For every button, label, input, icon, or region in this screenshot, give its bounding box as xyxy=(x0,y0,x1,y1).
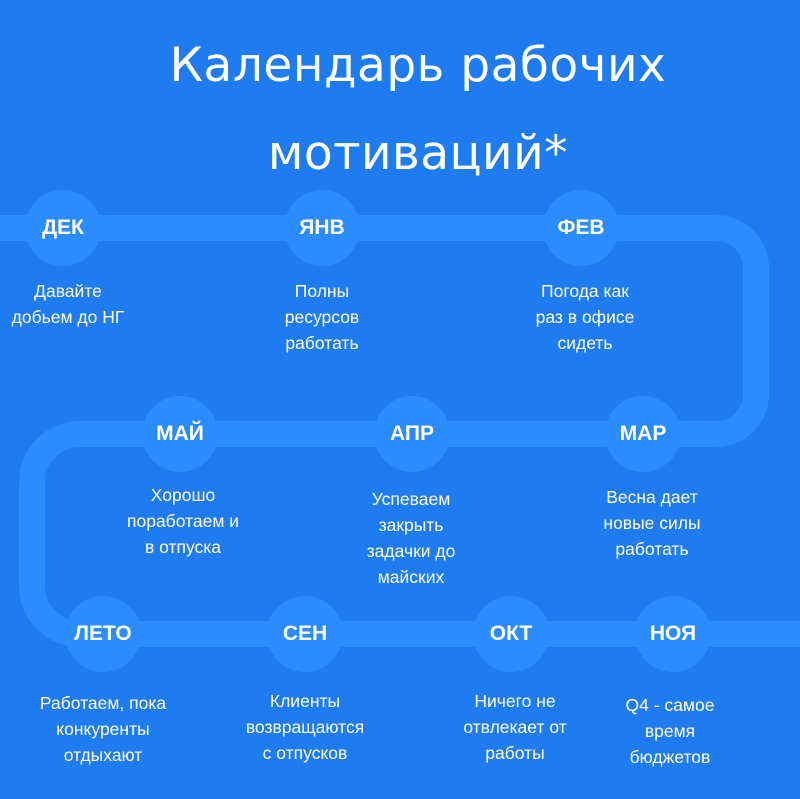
month-node-sep: СЕН xyxy=(267,596,343,672)
month-desc-oct: Ничего не отвлекает от работы xyxy=(463,691,567,763)
month-desc-nov: Q4 - самое время бюджетов xyxy=(625,695,715,767)
title-line-1: Календарь рабочих xyxy=(169,38,667,93)
month-node-nov: НОЯ xyxy=(635,596,711,672)
month-desc-sep: Клиенты возвращаются с отпусков xyxy=(245,691,365,763)
month-desc-summer: Работаем, пока конкуренты отдыхают xyxy=(39,693,167,765)
timeline-path xyxy=(0,215,800,647)
month-desc-dec: Давайте добьем до НГ xyxy=(11,281,125,327)
month-desc-jan: Полны ресурсов работать xyxy=(284,281,360,353)
month-node-feb: ФЕВ xyxy=(543,190,619,266)
month-node-oct: ОКТ xyxy=(473,596,549,672)
page-title: Календарь рабочих мотиваций* xyxy=(0,22,800,198)
month-node-jan: ЯНВ xyxy=(284,190,360,266)
month-node-mar: МАР xyxy=(605,396,681,472)
month-node-summer: ЛЕТО xyxy=(65,596,141,672)
title-line-2: мотиваций* xyxy=(267,126,569,181)
month-node-may: МАЙ xyxy=(142,396,218,472)
month-desc-mar: Весна дает новые силы работать xyxy=(603,487,701,559)
month-desc-apr: Успеваем закрыть задачки до майских xyxy=(366,489,456,587)
month-desc-feb: Погода как раз в офисе сидеть xyxy=(535,281,635,353)
month-desc-may: Хорошо поработаем и в отпуска xyxy=(127,485,239,557)
month-node-dec: ДЕК xyxy=(25,190,101,266)
month-node-apr: АПР xyxy=(374,396,450,472)
